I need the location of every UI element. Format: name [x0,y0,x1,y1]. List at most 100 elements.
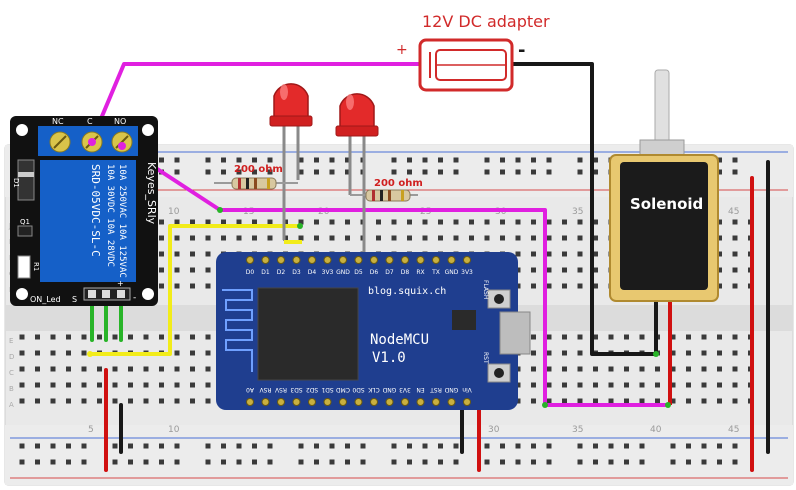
breadboard-hole [205,235,211,241]
breadboard-hole [484,235,490,241]
breadboard-hole [515,398,521,404]
breadboard-hole [190,398,195,404]
breadboard-hole [205,283,211,289]
nodemcu-bottom-pin-label: RSV [259,386,272,393]
breadboard-hole [112,366,118,372]
rail-hole [298,157,304,163]
breadboard-hole [190,350,195,356]
rail-hole [639,443,645,449]
breadboard-hole [670,382,676,388]
breadboard-hole [577,235,583,241]
rail-hole [205,459,211,465]
nodemcu-top-pin-label: 3V3 [461,269,473,276]
breadboard-hole [515,251,521,257]
breadboard-hole [345,219,350,225]
rail-hole [221,169,226,175]
rail-hole [143,443,149,449]
rail-hole [686,443,691,449]
breadboard-hole [639,366,645,372]
nodemcu-top-pin-label: TX [431,269,440,276]
r1-label: R1 [32,262,40,271]
rail-hole [500,443,505,449]
relay-part-number: SRD-05VDC-SL-C [89,164,102,257]
rail-hole [50,443,56,449]
rail-hole [81,459,87,465]
col-number: 35 [572,207,583,217]
breadboard-hole [376,235,381,241]
breadboard-hole [701,382,707,388]
breadboard-hole [546,382,552,388]
rail-hole [252,443,257,449]
rail-hole [236,169,242,175]
breadboard-hole [562,366,567,372]
breadboard-hole [717,398,722,404]
wire-end [297,223,303,229]
breadboard-hole [174,350,180,356]
breadboard-hole [252,219,257,225]
rail-hole [453,169,459,175]
breadboard-hole [562,283,567,289]
breadboard-hole [577,366,583,372]
breadboard-hole [546,219,552,225]
breadboard-hole [593,334,598,340]
col-number: 45 [728,207,739,217]
breadboard-hole [174,398,180,404]
breadboard-hole [732,219,738,225]
breadboard-hole [81,382,87,388]
rail-hole [593,443,598,449]
breadboard-hole [159,219,164,225]
breadboard-hole [236,235,242,241]
rail-hole [407,157,412,163]
col-number: 45 [728,425,739,435]
rail-hole [453,157,459,163]
nodemcu-pin [246,398,254,406]
breadboard-hole [376,219,381,225]
nodemcu-bottom-pin-label: SD3 [290,386,302,393]
rail-hole [252,459,257,465]
rail-hole [50,459,56,465]
rail-hole [236,443,242,449]
breadboard-hole [639,334,645,340]
breadboard-hole [562,334,567,340]
rst-label: RST [482,352,489,364]
breadboard-hole [159,382,164,388]
nodemcu-bottom-pin-label: GND [382,386,396,393]
breadboard-hole [577,219,583,225]
breadboard-hole [174,251,180,257]
breadboard-hole [50,350,56,356]
breadboard-hole [577,350,583,356]
rail-hole [112,459,118,465]
nodemcu-top-pin-label: D2 [277,269,286,276]
terminal-label-c: C [87,117,93,126]
rail-hole [112,443,118,449]
nodemcu-pin [323,398,332,406]
rail-hole [267,169,273,175]
rail-hole [19,459,25,465]
resistor-band [380,190,383,201]
adapter-minus: - [518,40,525,61]
rail-hole [577,443,583,449]
wire-end [665,402,671,408]
wire-adapter-plus-to-relay-c [90,62,422,142]
nodemcu-bottom-pin-label: Vin [462,386,472,393]
rail-hole [252,157,257,163]
diode-band [18,172,34,177]
rail-hole [670,443,676,449]
nodemcu-pin [416,256,425,264]
breadboard-hole [577,267,583,273]
breadboard-hole [655,398,660,404]
nodemcu-bottom-pin-label: SD0 [352,386,364,393]
breadboard-hole [190,382,195,388]
nodemcu-top-pin-label: D3 [292,269,301,276]
resistor-band [246,178,249,189]
led-1-dome [273,83,309,119]
breadboard-hole [221,219,226,225]
breadboard-hole [174,235,180,241]
wire-end-no [118,142,126,150]
breadboard-hole [608,366,614,372]
rail-hole [546,443,552,449]
rail-hole [422,157,428,163]
relay-cube [40,160,136,282]
relay-brand: Keyes_SRly [145,162,158,225]
